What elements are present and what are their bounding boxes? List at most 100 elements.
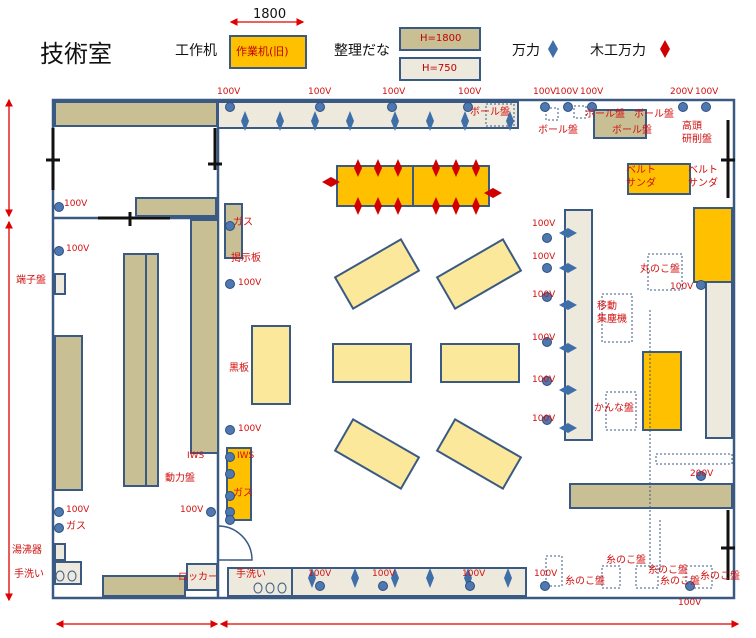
vise-icon [559,385,577,395]
outlet-icon [542,337,552,347]
sink-label: 手洗い [236,569,266,580]
outlet-icon [315,102,325,112]
outlet-label-200v: 200V [690,469,714,479]
outlet-label: 100V [66,505,90,515]
vise-icon [351,568,359,588]
gas-label: ガス [66,521,86,532]
legend-vise-label: 万力 [512,43,540,59]
outlet-icon [315,581,325,591]
room-title: 技術室 [40,40,112,68]
woodvise-icon [472,159,480,177]
outlet-label: 100V [580,87,604,97]
outlet-label: 100V [532,333,556,343]
outlet-label: 100V [66,244,90,254]
outlet-icon [206,507,216,517]
outlet-icon [542,263,552,273]
vise-icon [426,568,434,588]
woodvise-icon [432,197,440,215]
legend-workbench-box [229,35,307,69]
vise-group [241,111,577,588]
outlet-label: 100V [308,87,332,97]
woodvise-icon [452,159,460,177]
outlet-label: 100V [382,87,406,97]
outlet-icon [225,279,235,289]
legend-woodvise-icon [660,40,670,58]
legend-workbench-text: 作業机(旧) [236,45,289,58]
legend-shelf-low: H=750 [422,63,457,74]
band-saw-label: 糸のこ盤 [606,555,646,566]
outlet-label: 100V [533,87,557,97]
band-saw-label: 糸のこ盤 [700,571,740,582]
legend-shelf-label: 整理だな [334,43,390,59]
bulletin-label: 掲示板 [231,253,261,264]
woodvise-icon [374,159,382,177]
outlet-label: 100V [458,87,482,97]
ball-board-label: ボール盤 [470,107,510,118]
dust-collector-label: 移動 集塵機 [597,301,627,325]
outlet-icon [54,246,64,256]
outlet-label: 100V [372,569,396,579]
outlet-group [54,102,711,591]
iws-label: IWS [187,451,205,461]
band-saw-label: 糸のこ盤 [648,565,688,576]
vise-icon [559,228,577,238]
outlet-label: 100V [462,569,486,579]
outlet-label: 100V [180,505,204,515]
vise-icon [346,111,354,131]
outlet-icon [54,523,64,533]
woodvise-icon [322,177,340,187]
door-marks [46,120,735,580]
vise-icon [241,111,249,131]
ball-board-label: ボール盤 [612,125,652,136]
light-shelves [54,101,733,597]
blackboard-label: 黒板 [229,363,249,374]
water-heater-label: 湯沸器 [12,545,42,556]
belt-sander-label: ベルト サンダ [626,165,656,189]
outlet-label: 100V [678,598,702,608]
outlet-label: 100V [532,375,556,385]
outlet-icon [696,280,706,290]
outlet-icon [701,102,711,112]
outlet-icon [54,202,64,212]
sink-label: 手洗い [14,569,44,580]
outlet-icon [225,425,235,435]
outlet-icon [225,491,235,501]
outlet-icon [225,469,235,479]
outlet-icon [225,515,235,525]
outlet-icon [678,102,688,112]
terminal-panel-label: 端子盤 [16,275,46,286]
vise-icon [559,423,577,433]
woodvise-icon [472,197,480,215]
vise-icon [559,343,577,353]
outlet-label: 100V [534,569,558,579]
woodvise-icon [432,159,440,177]
circular-saw-label: 丸のこ盤 [640,264,680,275]
outlet-icon [685,581,695,591]
dimension-arrows [5,18,740,628]
legend-vise-icon [548,40,558,58]
outlet-label: 100V [238,278,262,288]
vise-icon [426,111,434,131]
legend-shelf-low-box [399,57,481,81]
vise-icon [559,300,577,310]
gas-label: ガス [233,217,253,228]
outlet-icon [696,471,706,481]
machine-outlines [485,103,733,589]
workbenches [226,163,733,521]
outlet-label: 100V [532,290,556,300]
outlet-label: 100V [238,424,262,434]
outlet-label: 100V [64,199,88,209]
legend-dimension: 1800 [253,7,287,22]
outlet-icon [225,221,235,231]
outlet-label: 100V [217,87,241,97]
locker-label: ロッカー [178,572,218,583]
vise-icon [391,111,399,131]
outlet-icon [463,102,473,112]
outlet-icon [542,233,552,243]
woodvise-icon [354,197,362,215]
woodvise-group [322,159,502,215]
vise-icon [311,111,319,131]
vise-icon [559,263,577,273]
outlet-label: 100V [532,414,556,424]
vise-icon [506,111,514,131]
